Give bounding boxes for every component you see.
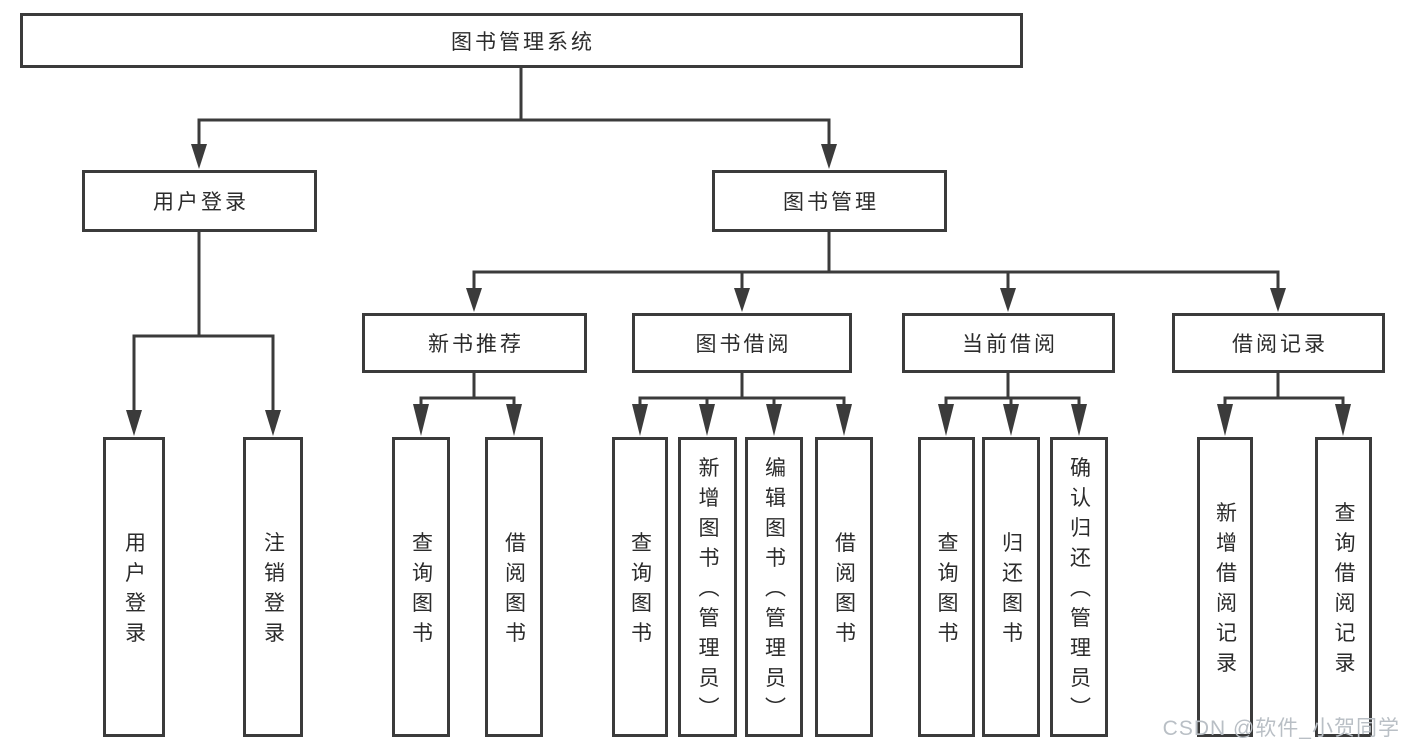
leaf-label: 查询图书 [409, 531, 433, 652]
arrow-down-icon [1000, 288, 1016, 312]
leaf-label: 新增图书（管理员） [696, 456, 719, 727]
arrow-down-icon [1270, 288, 1286, 312]
leaf-query-books-3: 查询图书 [918, 437, 975, 737]
leaf-add-books-admin: 新增图书（管理员） [678, 437, 737, 737]
arrow-down-icon [126, 410, 142, 436]
node-book-borrowing-label: 图书借阅 [695, 333, 792, 356]
arrow-down-icon [413, 404, 429, 436]
leaf-label: 借阅图书 [832, 531, 856, 652]
connector-newbooks-bus [419, 396, 516, 408]
leaf-borrow-books-2: 借阅图书 [815, 437, 873, 737]
arrow-down-icon [265, 410, 281, 436]
leaf-logout: 注销登录 [243, 437, 303, 737]
leaf-label: 编辑图书（管理员） [762, 456, 786, 727]
node-root: 图书管理系统 [20, 13, 1023, 68]
arrow-down-icon [1217, 404, 1233, 436]
arrow-down-icon [734, 288, 750, 312]
leaf-label: 查询图书 [628, 531, 652, 652]
node-new-books-label: 新书推荐 [428, 333, 524, 356]
leaf-return-books: 归还图书 [982, 437, 1040, 737]
arrow-down-icon [699, 404, 715, 436]
leaf-confirm-return-admin: 确认归还（管理员） [1050, 437, 1108, 737]
leaf-label: 确认归还（管理员） [1067, 456, 1091, 727]
leaf-label: 注销登录 [261, 531, 285, 652]
connector-records-bus [1223, 396, 1345, 408]
arrow-down-icon [506, 404, 522, 436]
node-borrowing-records: 借阅记录 [1172, 313, 1385, 373]
leaf-user-login: 用户登录 [103, 437, 165, 737]
leaf-query-borrow-record: 查询借阅记录 [1315, 437, 1372, 737]
leaf-label: 新增借阅记录 [1213, 501, 1237, 682]
node-user-login: 用户登录 [82, 170, 317, 232]
arrow-down-icon [766, 404, 782, 436]
leaf-label: 查询图书 [935, 531, 958, 652]
node-user-login-label: 用户登录 [153, 191, 249, 214]
connector-borrowing-bus [638, 396, 846, 408]
arrow-down-icon [821, 144, 837, 169]
arrow-down-icon [191, 144, 207, 169]
connector-bookmgmt-bus [472, 270, 1280, 290]
arrow-down-icon [632, 404, 648, 436]
node-new-books: 新书推荐 [362, 313, 587, 373]
leaf-edit-books-admin: 编辑图书（管理员） [745, 437, 803, 737]
arrow-down-icon [1335, 404, 1351, 436]
leaf-query-books-1: 查询图书 [392, 437, 450, 737]
node-book-borrowing: 图书借阅 [632, 313, 852, 373]
node-book-management: 图书管理 [712, 170, 947, 232]
arrow-down-icon [938, 404, 954, 436]
leaf-label: 查询借阅记录 [1332, 501, 1355, 682]
node-borrowing-records-label: 借阅记录 [1232, 333, 1328, 356]
node-current-borrowing: 当前借阅 [902, 313, 1115, 373]
arrow-down-icon [836, 404, 852, 436]
leaf-add-borrow-record: 新增借阅记录 [1197, 437, 1253, 737]
arrow-down-icon [466, 288, 482, 312]
node-book-management-label: 图书管理 [783, 191, 879, 214]
leaf-label: 借阅图书 [502, 531, 526, 652]
connector-root-bus [197, 118, 831, 148]
node-root-label: 图书管理系统 [451, 30, 595, 54]
node-current-borrowing-label: 当前借阅 [962, 333, 1058, 356]
arrow-down-icon [1071, 404, 1087, 436]
leaf-query-books-2: 查询图书 [612, 437, 668, 737]
csdn-watermark: CSDN @软件_小贺同学 [1162, 717, 1400, 740]
connector-current-bus [944, 396, 1081, 408]
connector-userlogin-bus [132, 334, 275, 414]
leaf-borrow-books-1: 借阅图书 [485, 437, 543, 737]
leaf-label: 归还图书 [999, 531, 1023, 652]
arrow-down-icon [1003, 404, 1019, 436]
leaf-label: 用户登录 [122, 531, 146, 652]
